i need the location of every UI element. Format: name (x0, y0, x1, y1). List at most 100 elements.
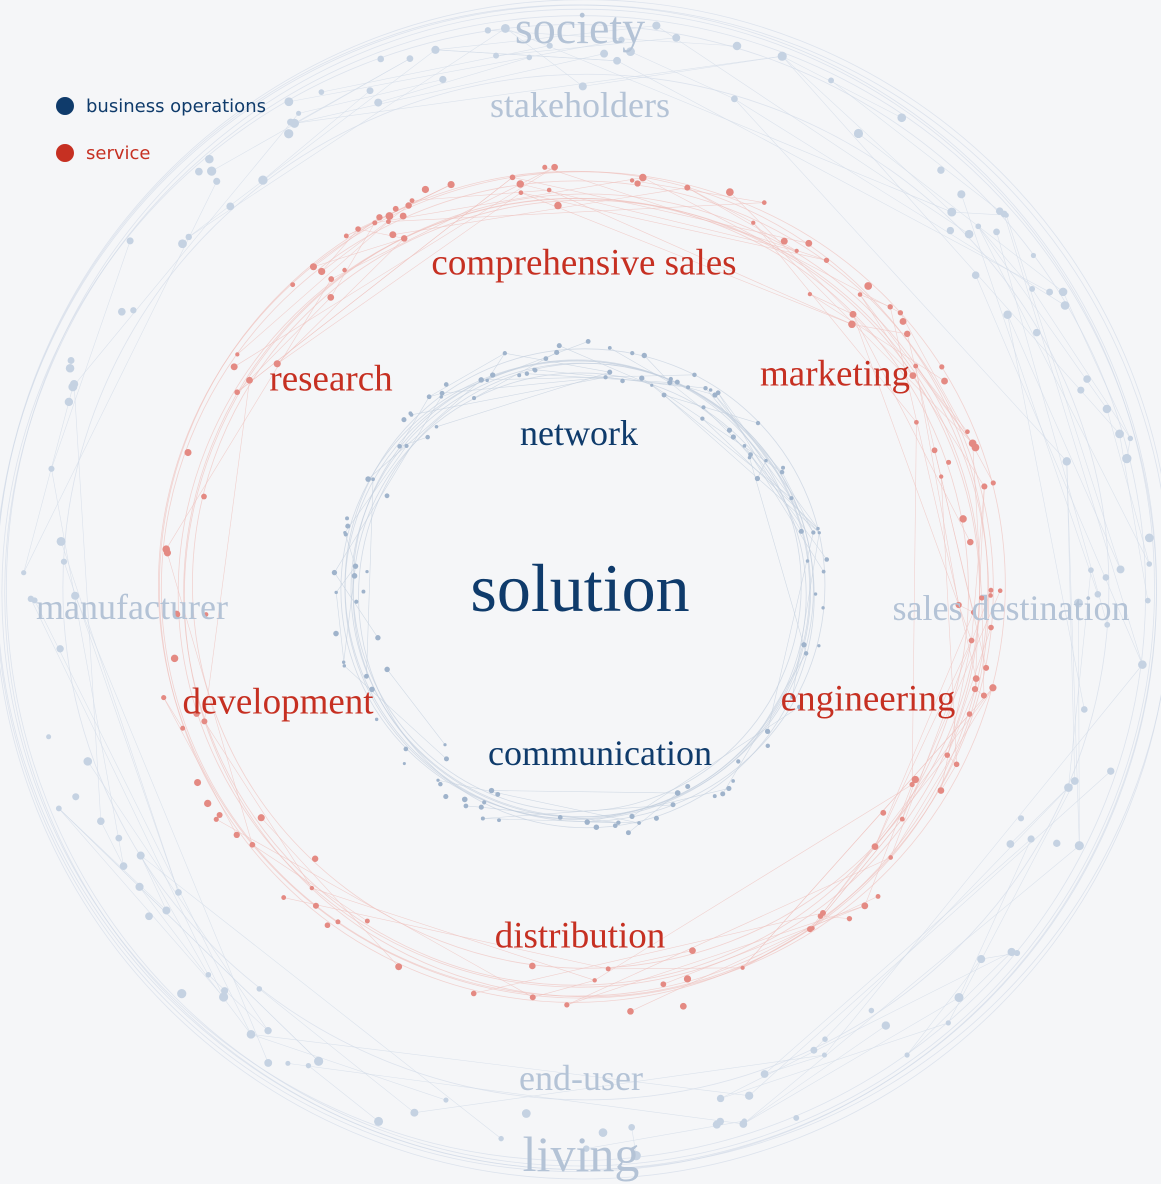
service-node (170, 654, 179, 663)
operations-node (639, 375, 645, 381)
service-edge (412, 189, 550, 201)
outer-edge (906, 951, 1012, 1056)
operations-node (402, 761, 406, 766)
operations-edge (717, 392, 802, 532)
service-edge (313, 238, 405, 268)
operations-node (670, 802, 676, 808)
operations-node (765, 743, 770, 749)
outer-edge (30, 598, 224, 998)
service-edge (520, 192, 853, 325)
outer-node (731, 95, 738, 103)
operations-edge (559, 345, 652, 386)
operations-edge (335, 565, 356, 593)
outer-edge (977, 226, 1150, 565)
operations-edge (587, 788, 729, 823)
label-network: network (520, 413, 638, 453)
outer-node (213, 177, 221, 185)
service-edge (566, 905, 865, 1006)
operations-node (436, 778, 440, 782)
operations-node (333, 630, 339, 637)
operations-node (425, 434, 430, 440)
outer-edge (287, 1063, 744, 1125)
outer-node (1144, 597, 1151, 604)
operations-edge (609, 347, 671, 383)
operations-edge (669, 382, 730, 431)
operations-edge (367, 379, 482, 480)
service-node (980, 692, 987, 699)
outer-edge (764, 838, 1032, 1075)
operations-edge (644, 355, 671, 383)
service-edge (520, 183, 797, 252)
service-node (639, 173, 647, 182)
outer-edge (630, 51, 735, 100)
outer-ring-arc (0, 4, 1161, 1180)
operations-node (629, 813, 635, 819)
outer-edge (140, 855, 209, 975)
outer-node (745, 1091, 754, 1100)
operations-node (747, 455, 752, 460)
service-edge (972, 443, 983, 598)
service-edge (608, 967, 743, 970)
outer-node (853, 128, 864, 139)
legend-item-service[interactable]: service (56, 139, 266, 167)
outer-node (1046, 288, 1054, 296)
service-node (937, 787, 945, 794)
legend-item-business-operations[interactable]: business operations (56, 92, 266, 120)
service-node (421, 185, 430, 194)
service-node (290, 282, 296, 288)
service-node (184, 449, 192, 457)
outer-edge (720, 1022, 949, 1099)
service-node (409, 198, 415, 204)
outer-edge (813, 780, 1076, 1051)
operations-node (517, 373, 522, 378)
service-node (364, 918, 370, 924)
service-node (979, 595, 985, 601)
outer-node (1032, 328, 1041, 337)
service-edge (809, 293, 945, 382)
service-edge (729, 191, 914, 376)
outer-node (69, 379, 79, 389)
service-node (470, 990, 477, 997)
outer-edge (63, 561, 179, 893)
service-edge (252, 844, 368, 922)
service-edge (549, 189, 853, 325)
service-node (324, 922, 331, 929)
outer-node (175, 888, 182, 896)
operations-node (461, 796, 468, 803)
label-sales-destination: sales destination (892, 588, 1130, 628)
operations-node (397, 444, 402, 449)
outer-edge (506, 28, 583, 87)
service-node (328, 276, 335, 282)
outer-node (185, 233, 192, 241)
operations-node (345, 516, 350, 521)
operations-node (439, 390, 445, 396)
service-edge (630, 896, 879, 1012)
service-edge (890, 687, 994, 858)
outer-edge (1031, 288, 1131, 439)
service-node (970, 609, 977, 615)
operations-node (821, 569, 826, 574)
service-edge (911, 422, 917, 785)
service-edge (544, 167, 827, 261)
service-node (343, 233, 349, 239)
outer-edge (298, 79, 443, 114)
service-node (959, 515, 967, 523)
outer-node (285, 1060, 291, 1066)
outer-node (221, 987, 229, 995)
operations-node (616, 820, 621, 825)
outer-edge (51, 240, 131, 469)
outer-edge (951, 211, 1007, 216)
service-node (518, 190, 524, 196)
operations-node (375, 635, 381, 641)
service-node (880, 809, 887, 816)
outer-node (195, 167, 203, 176)
outer-node (1064, 783, 1073, 792)
operations-node (708, 388, 713, 392)
service-node (592, 978, 597, 983)
service-node (780, 237, 788, 245)
outer-node (628, 1123, 635, 1131)
service-node (234, 389, 240, 396)
outer-node (377, 55, 385, 63)
outer-edge (1062, 291, 1131, 439)
